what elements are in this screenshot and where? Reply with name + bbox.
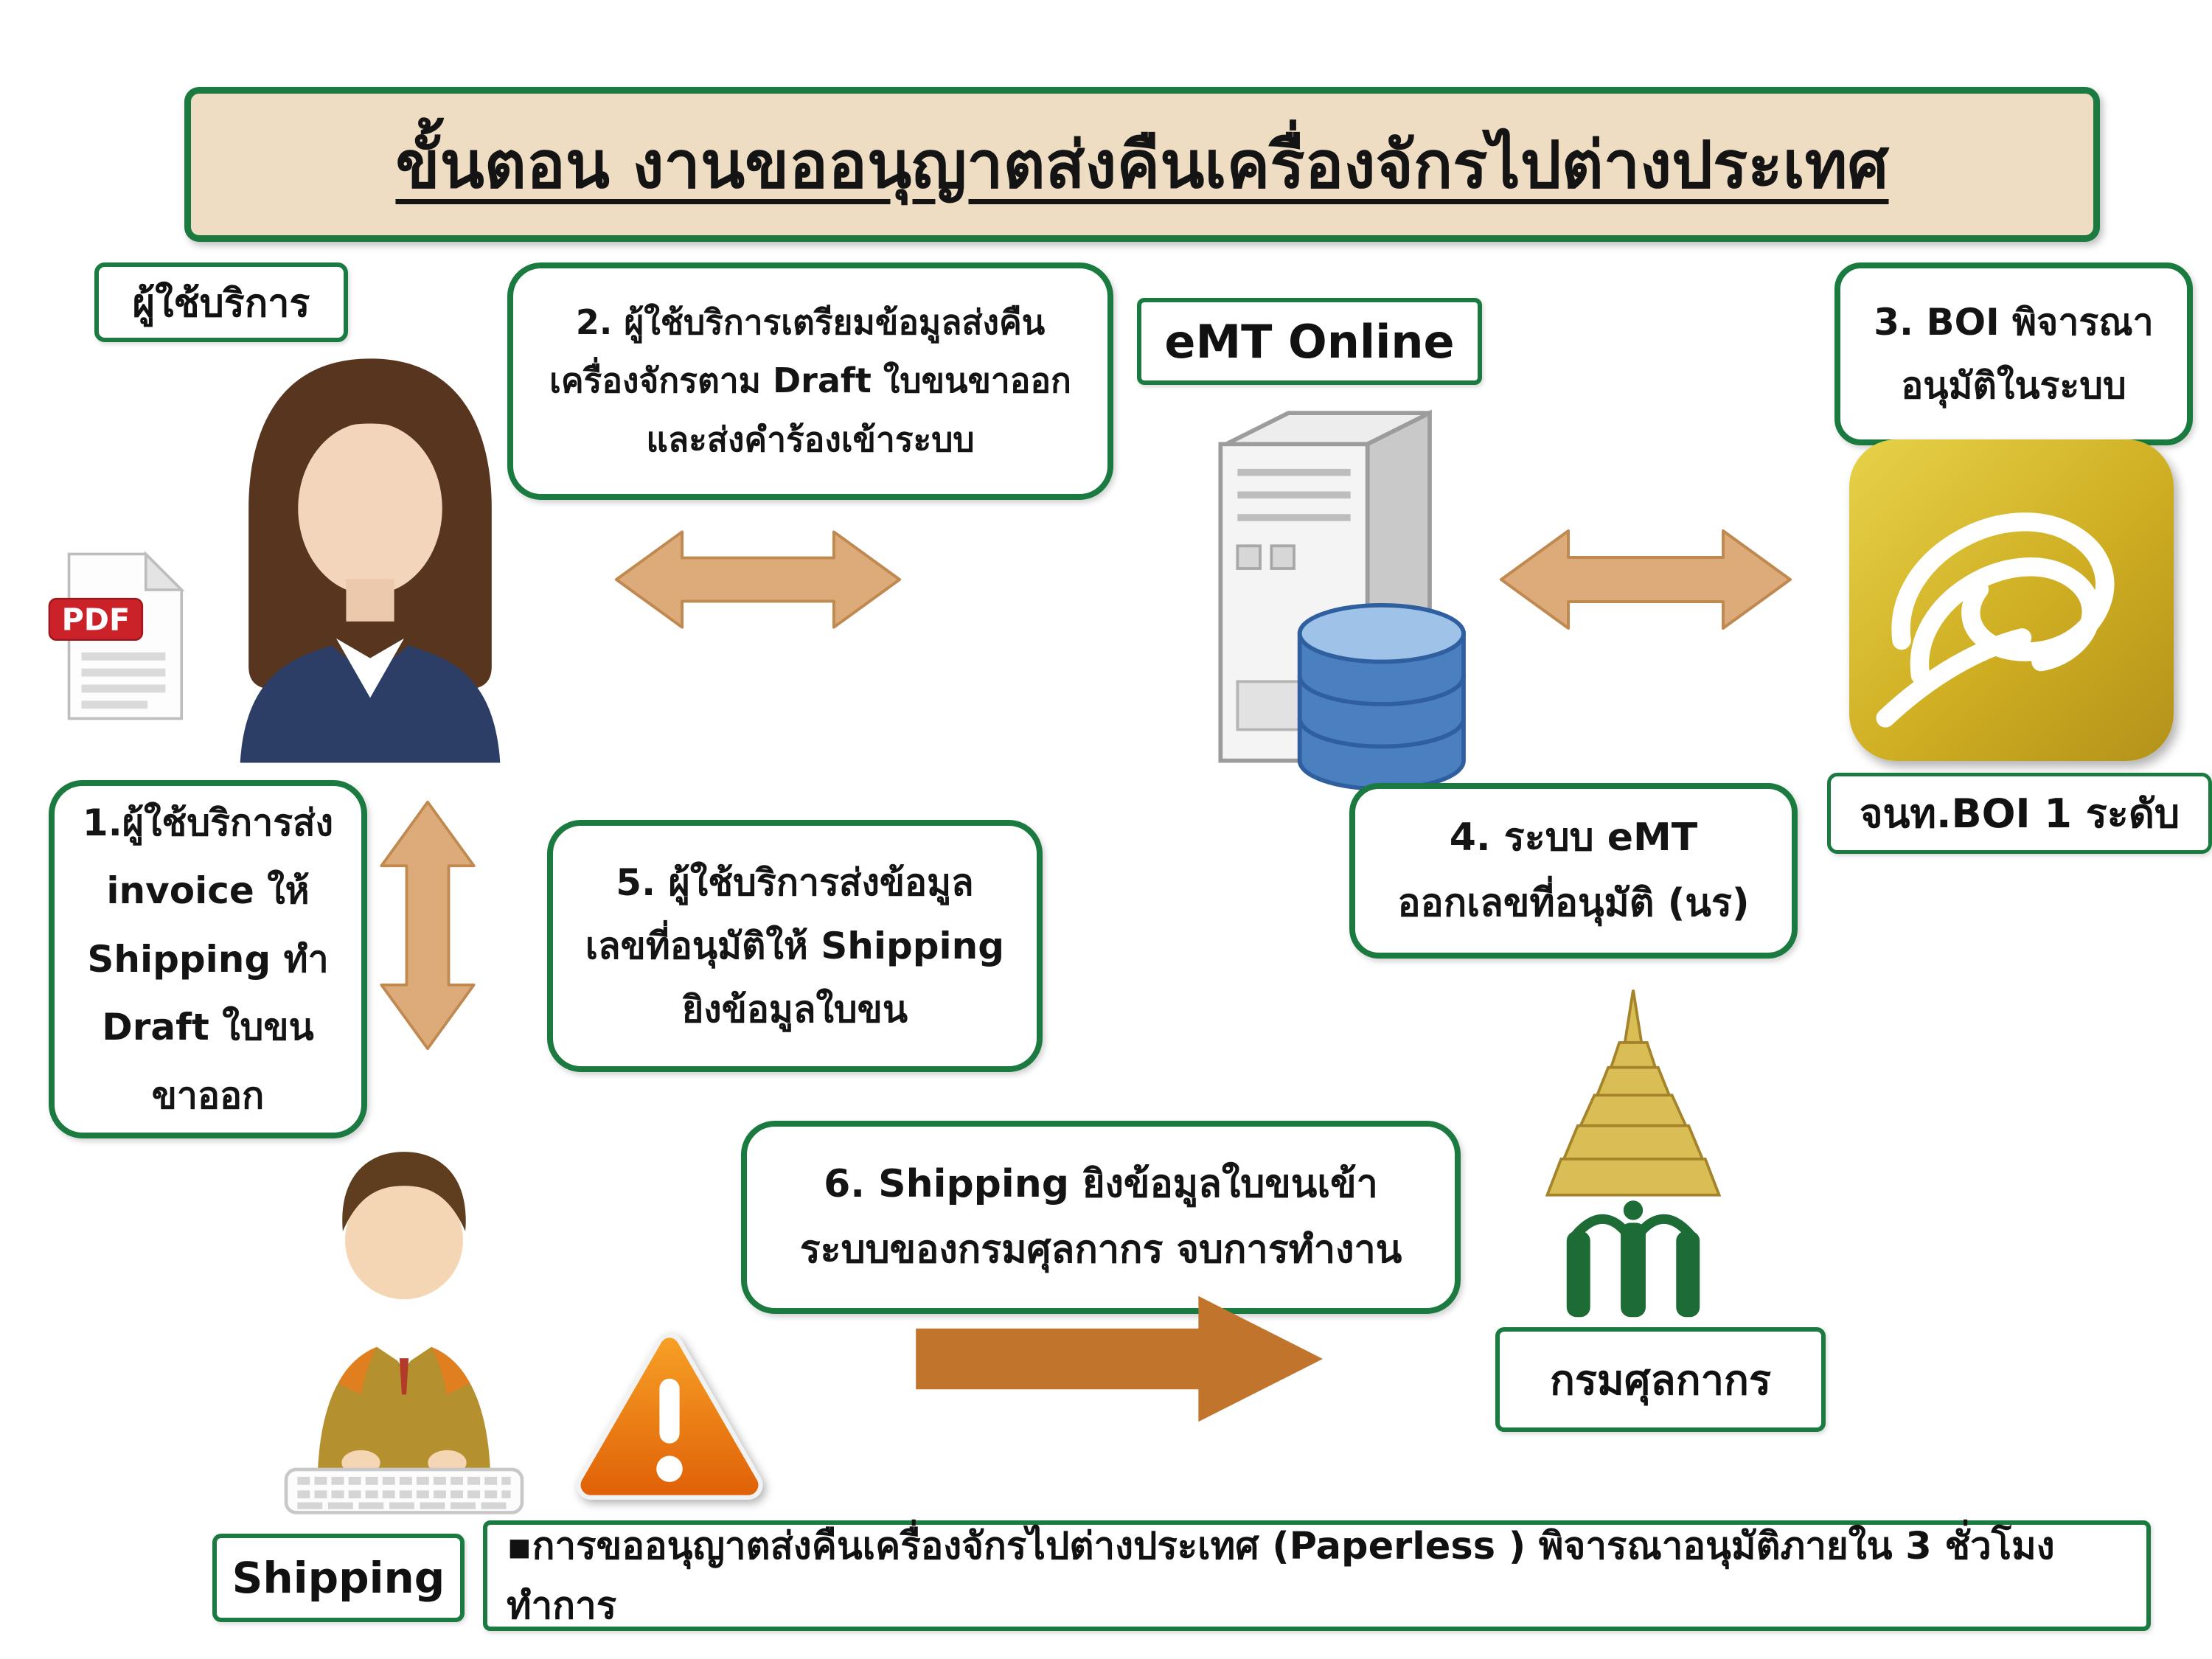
step-2-line-1: 2. ผู้ใช้บริการเตรียมข้อมูลส่งคืน xyxy=(575,302,1046,343)
step-6-line-2: ระบบของกรมศุลกากร จบการทำงาน xyxy=(799,1228,1402,1272)
shipping-avatar-icon xyxy=(257,1125,552,1523)
boi-officer-label-box: จนท.BOI 1 ระดับ xyxy=(1827,773,2212,854)
pdf-text: PDF xyxy=(62,602,131,638)
shipping-label-box: Shipping xyxy=(212,1534,465,1622)
warning-icon xyxy=(569,1320,770,1513)
step-2-line-3: และส่งคำร้องเข้าระบบ xyxy=(646,419,975,459)
step-4-box: 4. ระบบ eMT ออกเลขที่อนุมัติ (นร) xyxy=(1349,783,1798,959)
customs-label-box: กรมศุลกากร xyxy=(1495,1327,1826,1432)
shipping-label: Shipping xyxy=(232,1553,445,1603)
step-1-line-4: Draft ใบขน xyxy=(102,1006,314,1049)
customs-label: กรมศุลกากร xyxy=(1549,1356,1772,1405)
step-5-box: 5. ผู้ใช้บริการส่งข้อมูล เลขที่อนุมัติให… xyxy=(547,820,1043,1072)
page-title: ขั้นตอน งานขออนุญาตส่งคืนเครื่องจักรไปต่… xyxy=(395,127,1889,203)
step-6-box: 6. Shipping ยิงข้อมูลใบขนเข้า ระบบของกรม… xyxy=(741,1121,1461,1314)
emt-label-box: eMT Online xyxy=(1137,298,1482,385)
emt-label: eMT Online xyxy=(1164,314,1455,369)
step-1-line-3: Shipping ทำ xyxy=(87,937,329,981)
step-1-line-2: invoice ให้ xyxy=(106,869,310,913)
user-avatar-icon xyxy=(201,333,540,768)
arrow-emt-boi-icon xyxy=(1495,521,1796,639)
arrow-user-shipping-icon xyxy=(372,798,484,1053)
boi-logo-icon xyxy=(1849,439,2174,761)
arrow-user-emt-icon xyxy=(613,521,902,639)
step-3-box: 3. BOI พิจารณา อนุมัติในระบบ xyxy=(1834,262,2193,445)
step-5-line-3: ยิงข้อมูลใบขน xyxy=(681,988,908,1031)
step-5-line-1: 5. ผู้ใช้บริการส่งข้อมูล xyxy=(616,861,974,904)
step-6-line-1: 6. Shipping ยิงข้อมูลใบขนเข้า xyxy=(824,1161,1378,1206)
server-database-icon xyxy=(1141,389,1481,815)
user-label: ผู้ใช้บริการ xyxy=(132,281,310,326)
step-4-line-2: ออกเลขที่อนุมัติ (นร) xyxy=(1397,881,1750,925)
step-1-line-5: ขาออก xyxy=(151,1074,265,1117)
step-3-line-1: 3. BOI พิจารณา xyxy=(1874,301,2154,344)
step-3-line-2: อนุมัติในระบบ xyxy=(1901,364,2126,407)
footer-note-box: ▪การขออนุญาตส่งคืนเครื่องจักรไปต่างประเท… xyxy=(483,1520,2151,1631)
step-2-line-2: เครื่องจักรตาม Draft ใบขนขาออก xyxy=(549,361,1071,401)
boi-officer-label: จนท.BOI 1 ระดับ xyxy=(1859,790,2180,837)
step-4-line-1: 4. ระบบ eMT xyxy=(1449,815,1698,860)
pdf-icon: PDF xyxy=(46,546,193,727)
step-2-box: 2. ผู้ใช้บริการเตรียมข้อมูลส่งคืน เครื่อ… xyxy=(507,262,1113,500)
step-1-box: 1.ผู้ใช้บริการส่ง invoice ให้ Shipping ท… xyxy=(49,780,367,1138)
user-label-box: ผู้ใช้บริการ xyxy=(94,262,348,342)
step-1-line-1: 1.ผู้ใช้บริการส่ง xyxy=(82,801,334,844)
step-5-line-2: เลขที่อนุมัติให้ Shipping xyxy=(585,925,1005,967)
arrow-shipping-customs-icon xyxy=(908,1292,1333,1426)
footer-note: ▪การขออนุญาตส่งคืนเครื่องจักรไปต่างประเท… xyxy=(507,1525,2055,1628)
title-banner: ขั้นตอน งานขออนุญาตส่งคืนเครื่องจักรไปต่… xyxy=(184,87,2100,242)
customs-emblem-icon xyxy=(1493,984,1773,1331)
